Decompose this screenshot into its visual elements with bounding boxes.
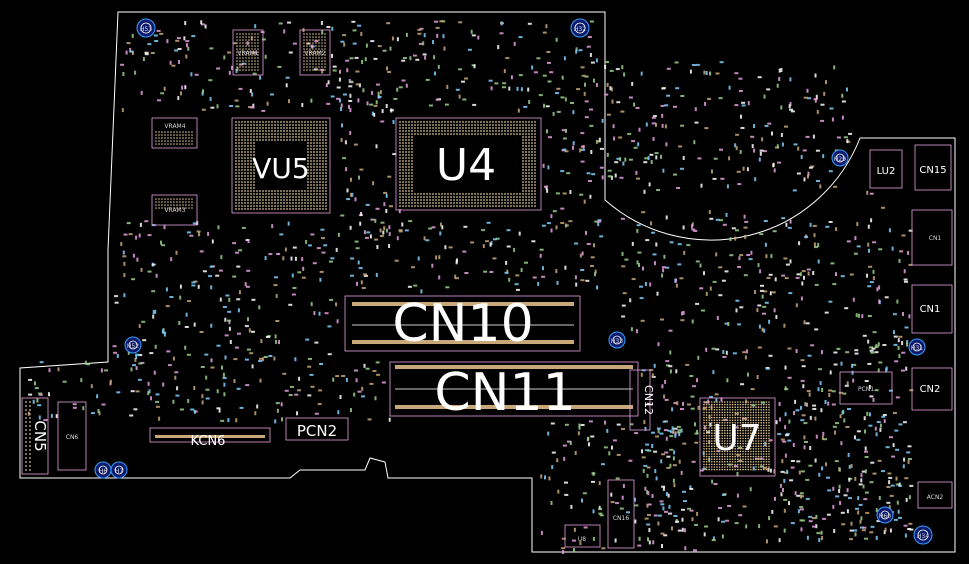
vram3-label: VRAM3 (164, 207, 185, 214)
vu5-label: VU5 (252, 152, 309, 185)
pcn1-label: PCN1 (858, 386, 874, 393)
pcn1-connector: PCN1 (839, 371, 893, 405)
vram3-chip: VRAM3 (151, 194, 198, 226)
hole-h53: H53 (136, 18, 156, 38)
mounting-holes: H53 H32 H29 H52 H33 H34 H31 H6 (94, 18, 933, 545)
acn2-connector: ACN2 (917, 481, 953, 509)
svg-text:H7: H7 (115, 468, 124, 475)
hole-h29: H29 (831, 149, 849, 167)
vram1-chip: VRAM1 (232, 29, 264, 76)
pch-u7[interactable]: U7 (699, 397, 776, 477)
cpu-u4[interactable]: U4 (395, 117, 542, 211)
svg-text:H29: H29 (834, 156, 846, 163)
cn5-label: CN5 (31, 420, 49, 451)
cn12-label: CN12 (642, 385, 655, 415)
u7-label: U7 (712, 418, 761, 459)
board-outline (19, 11, 956, 553)
cn1-upper-label: CN1 (929, 235, 942, 242)
u4-label: U4 (436, 140, 496, 191)
cn16-connector: CN16 (607, 479, 635, 549)
cn6-connector: CN6 (57, 401, 87, 471)
svg-text:H34: H34 (917, 533, 929, 540)
cn1-connector: CN1 (911, 284, 953, 334)
svg-text:H32: H32 (574, 26, 586, 33)
cn6-label: CN6 (66, 434, 79, 441)
hole-h7: H7 (110, 461, 128, 479)
cn1-label: CN1 (920, 304, 941, 315)
cn11-label: CN11 (434, 363, 575, 423)
vram1-label: VRAM1 (237, 50, 258, 57)
svg-text:H31: H31 (911, 345, 923, 352)
hole-h34: H34 (913, 525, 933, 545)
cn1-upper-connector: CN1 (911, 209, 953, 266)
cn12-connector: CN12 (629, 369, 655, 431)
cn15-connector: CN15 (914, 144, 952, 191)
kcn6-connector: KCN6 (149, 427, 271, 449)
pcn2-label: PCN2 (297, 422, 337, 440)
cn16-label: CN16 (613, 515, 629, 522)
cn2-connector: CN2 (911, 367, 953, 411)
vram4-chip: VRAM4 (151, 117, 198, 149)
pcn2-connector: PCN2 (285, 417, 349, 441)
hole-h6: H6 (94, 461, 112, 479)
cn2-label: CN2 (920, 384, 941, 395)
cn10-slot[interactable]: CN10 (344, 294, 581, 354)
svg-text:H53: H53 (140, 26, 152, 33)
hole-h60: H60 (876, 506, 894, 524)
hole-h33: H33 (608, 331, 626, 349)
lu2-chip: LU2 (869, 149, 903, 189)
vram2-chip: VRAM2 (299, 29, 331, 76)
kcn6-label: KCN6 (191, 434, 226, 449)
lu2-label: LU2 (877, 166, 896, 177)
component-scatter (27, 20, 914, 554)
u8-label: U8 (578, 536, 586, 543)
acn2-label: ACN2 (927, 494, 944, 501)
svg-text:H52: H52 (127, 343, 139, 350)
cn5-connector: CN5 (21, 397, 49, 475)
hole-h32: H32 (570, 18, 590, 38)
cn11-slot[interactable]: CN11 (389, 361, 639, 423)
cn15-label: CN15 (919, 165, 946, 176)
hole-h52: H52 (124, 336, 142, 354)
gpu-vu5[interactable]: VU5 (231, 117, 331, 214)
u8-chip: U8 (564, 524, 601, 548)
svg-text:H33: H33 (611, 338, 623, 345)
vram2-label: VRAM2 (304, 50, 325, 57)
cn10-label: CN10 (392, 294, 533, 354)
svg-text:H60: H60 (879, 513, 891, 520)
svg-text:H6: H6 (99, 468, 108, 475)
vram4-label: VRAM4 (164, 123, 185, 130)
hole-h31: H31 (908, 338, 926, 356)
